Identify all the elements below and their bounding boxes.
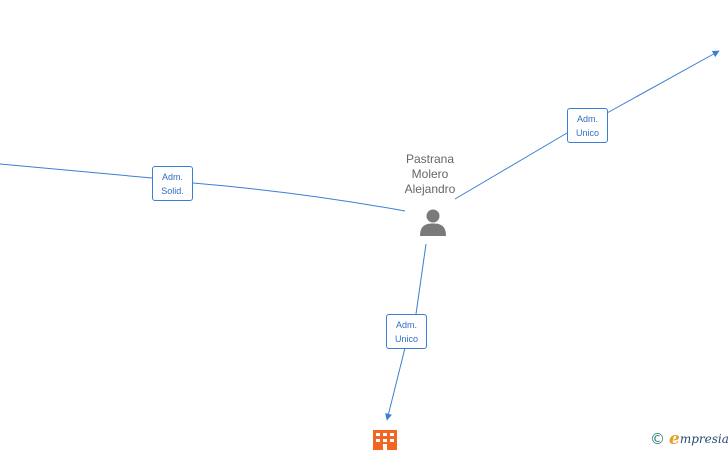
relation-label-adm-unico-top[interactable]: Adm. Unico	[567, 108, 608, 143]
edge-left	[0, 163, 406, 212]
copyright-symbol: ©	[650, 430, 665, 448]
edge-bottom	[387, 243, 427, 420]
person-name[interactable]: Pastrana Molero Alejandro	[380, 152, 480, 197]
empresia-logo[interactable]: © e mpresia	[650, 429, 728, 449]
building-icon[interactable]	[373, 430, 397, 450]
edge-top-right	[454, 51, 719, 200]
relation-label-line-2: Solid.	[161, 186, 184, 196]
person-name-line-1: Pastrana	[405, 152, 455, 166]
relation-label-line-2: Unico	[394, 334, 418, 344]
relation-label-line-1: Adm.	[161, 172, 183, 182]
person-name-line-3: Alejandro	[404, 182, 456, 196]
brand-initial: e	[669, 429, 680, 449]
relation-label-line-1: Adm.	[395, 320, 417, 330]
relation-label-adm-unico-bottom[interactable]: Adm. Unico	[386, 314, 427, 349]
brand-name: mpresia	[679, 432, 728, 446]
relation-label-line-2: Unico	[575, 128, 599, 138]
relation-label-adm-solid[interactable]: Adm. Solid.	[152, 166, 193, 201]
relation-label-line-1: Adm.	[576, 114, 598, 124]
person-icon[interactable]	[418, 207, 448, 237]
person-name-line-2: Molero	[411, 167, 449, 181]
